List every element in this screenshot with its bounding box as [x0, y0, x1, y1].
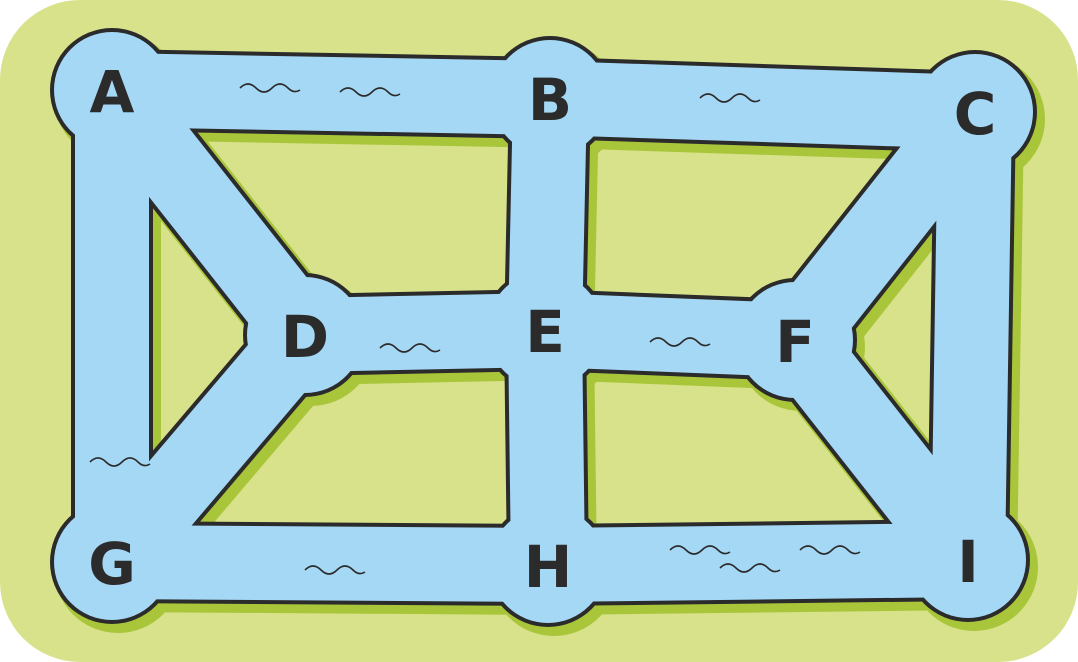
node-label-f: F [775, 308, 815, 376]
river-water [54, 32, 1033, 623]
ripple-10 [799, 545, 861, 555]
node-e-lake [487, 272, 603, 388]
river-a-b [75, 53, 587, 135]
river-h-i [511, 523, 1005, 602]
river-b-c [513, 61, 1012, 149]
node-c-lake [917, 54, 1033, 170]
node-label-d: D [281, 303, 329, 371]
node-i-lake [910, 502, 1026, 618]
node-label-b: B [528, 66, 572, 134]
ripple-6 [89, 457, 151, 467]
node-label-c: C [954, 80, 997, 148]
node-labels: A B C D E F G H I [88, 58, 996, 601]
ripple-9 [719, 563, 781, 573]
node-a-lake [54, 32, 170, 148]
node-b-lake [492, 40, 608, 156]
node-label-i: I [957, 528, 979, 596]
node-h-lake [490, 507, 606, 623]
node-d-lake [247, 277, 363, 393]
ripple-3 [699, 93, 761, 103]
node-g-lake [54, 504, 170, 620]
node-label-e: E [525, 298, 565, 366]
ripple-5 [649, 337, 711, 347]
river-c-i [931, 75, 1012, 597]
ripple-2 [339, 87, 401, 97]
water-ripples [89, 83, 861, 575]
ripple-8 [669, 545, 731, 555]
ripple-1 [239, 83, 301, 93]
node-label-a: A [90, 58, 135, 126]
node-label-h: H [524, 533, 573, 601]
node-f-lake [737, 282, 853, 398]
ripple-7 [304, 565, 366, 575]
ripple-4 [379, 343, 441, 353]
river-g-h [75, 525, 585, 602]
node-label-g: G [88, 530, 136, 598]
